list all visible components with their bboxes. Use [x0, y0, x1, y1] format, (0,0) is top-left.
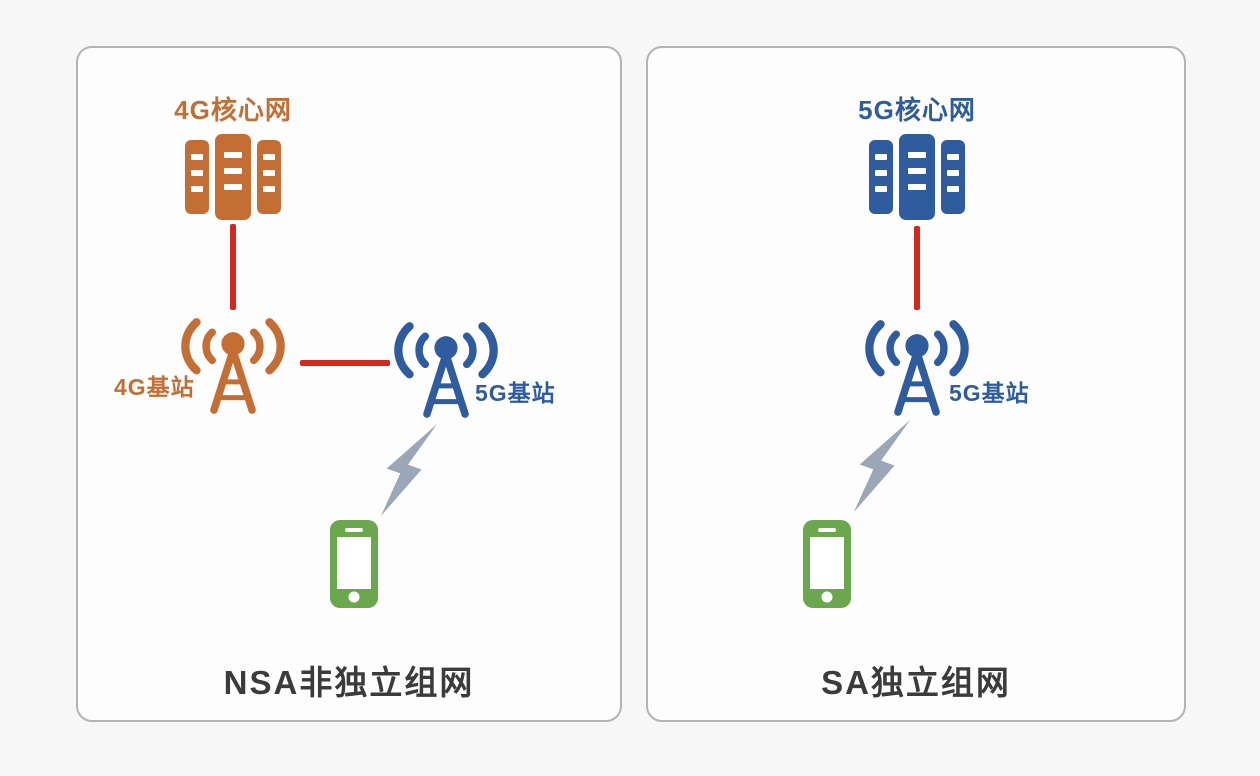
4g-core-server-rack-icon — [185, 134, 281, 220]
sa-5g-station-label: 5G基站 — [949, 380, 1030, 406]
panel-sa-architecture: 5G核心网 5G基站 — [646, 46, 1186, 722]
sa-radio-link-lightning-icon — [847, 420, 917, 512]
nsa-4g-to-5g-link-line — [300, 360, 390, 366]
nsa-5g-station-label: 5G基站 — [475, 380, 556, 406]
panel-nsa-architecture: 4G核心网 4G基站 — [76, 46, 622, 722]
nsa-caption: NSA非独立组网 — [223, 664, 475, 701]
sa-5g-core-network-label: 5G核心网 — [858, 95, 976, 125]
nsa-4g-station-label: 4G基站 — [114, 374, 195, 400]
sa-5g-base-station-antenna-icon — [859, 314, 975, 419]
4g-base-station-antenna-icon — [175, 312, 291, 417]
nsa-4g-core-network-label: 4G核心网 — [174, 95, 292, 125]
sa-core-to-5g-link-line — [914, 226, 920, 310]
5g-core-server-rack-icon — [869, 134, 965, 220]
nsa-5g-base-station-antenna-icon — [388, 316, 504, 421]
nsa-radio-link-lightning-icon — [374, 424, 444, 516]
sa-caption: SA独立组网 — [821, 664, 1011, 701]
nsa-smartphone-icon — [330, 520, 378, 608]
sa-smartphone-icon — [803, 520, 851, 608]
nsa-core-to-4g-link-line — [230, 224, 236, 310]
